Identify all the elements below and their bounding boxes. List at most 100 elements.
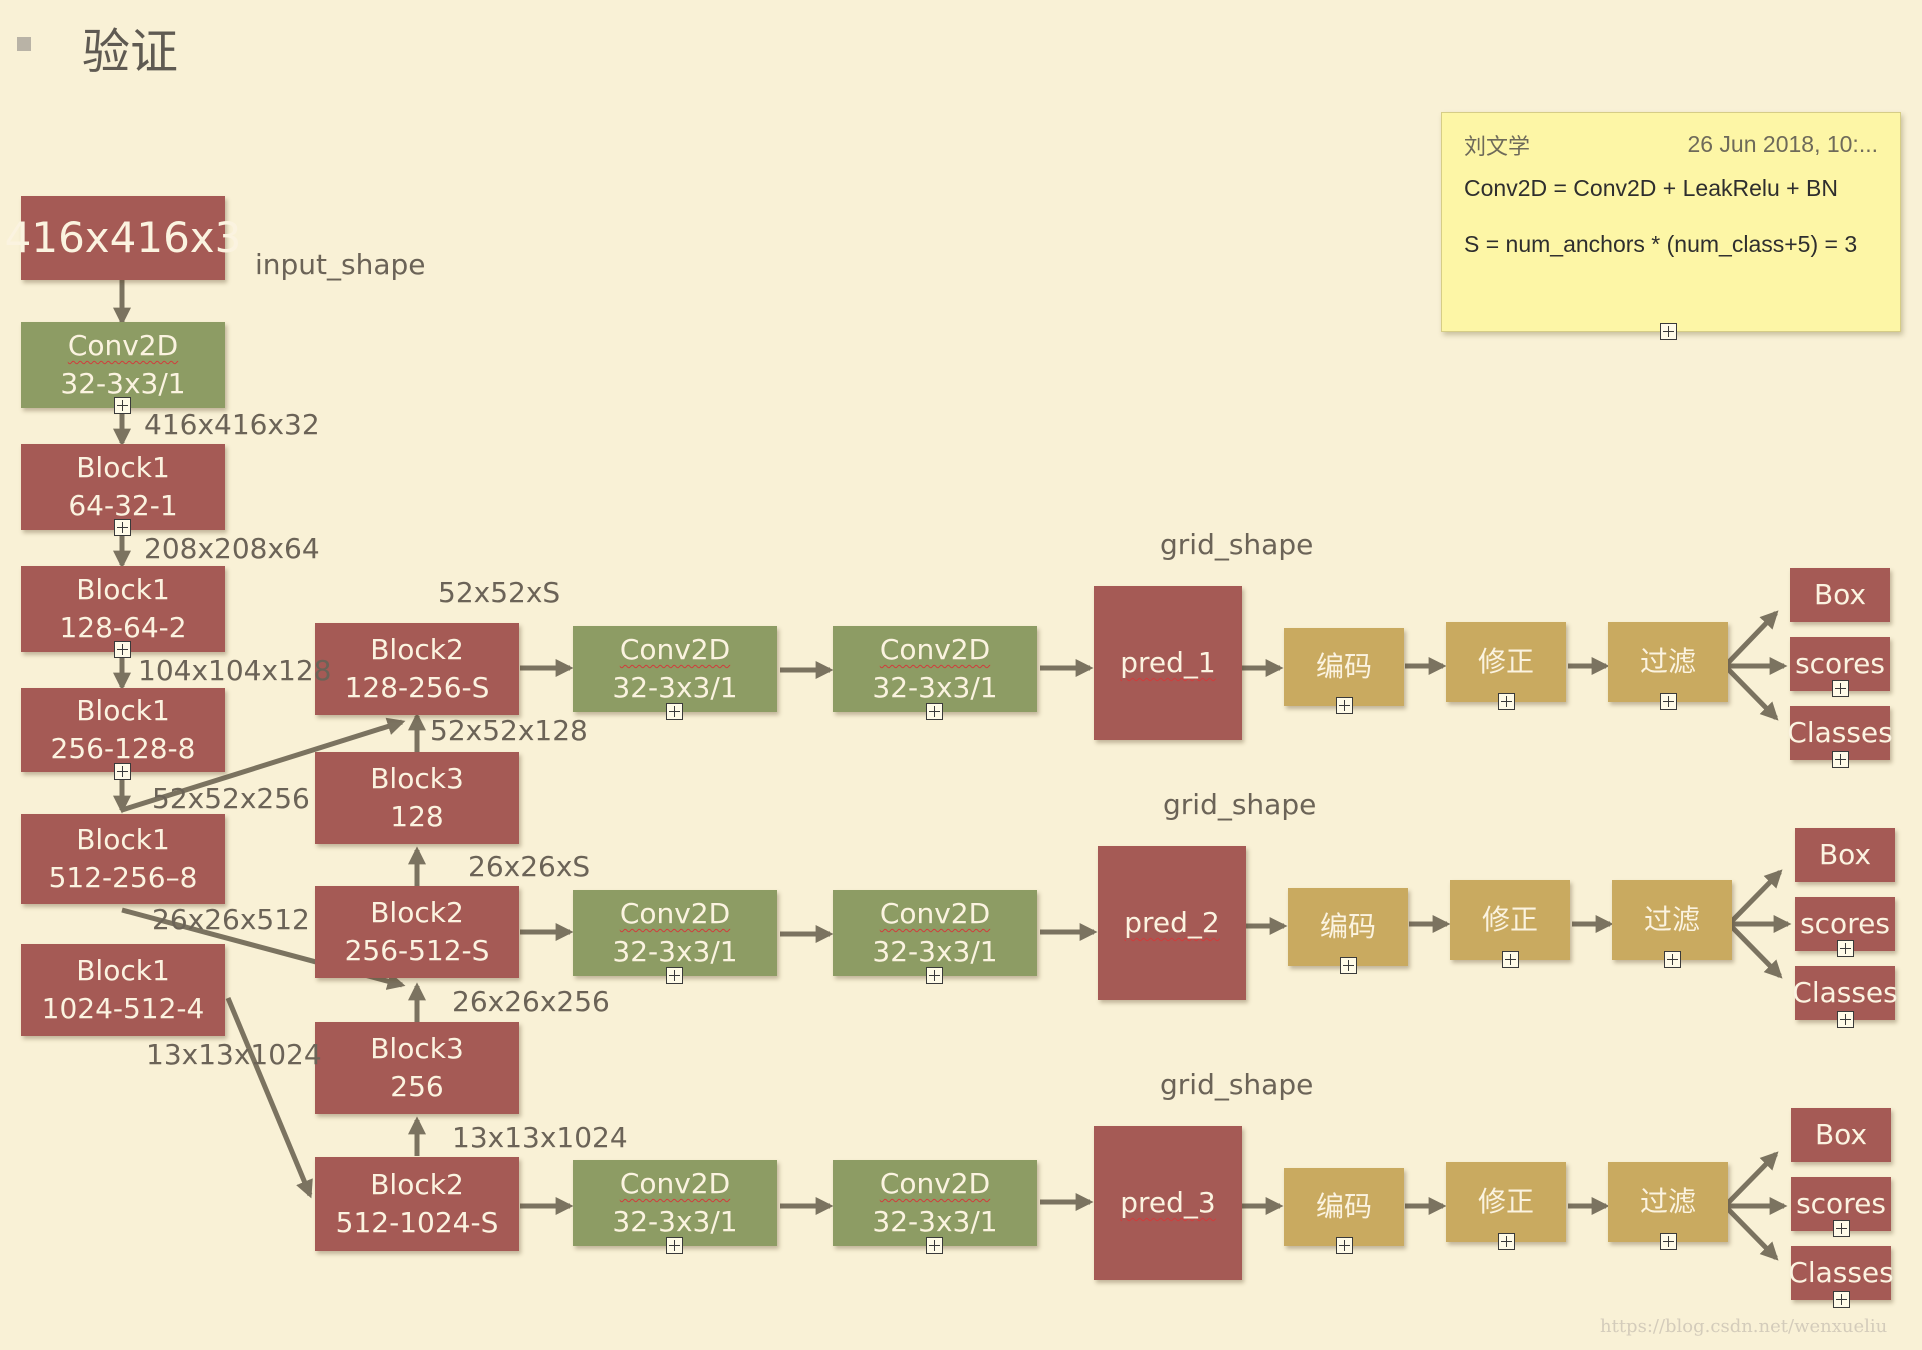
- node-type: Block1: [76, 954, 170, 987]
- arrow-b1-4-b2-a: [121, 717, 406, 813]
- input-node[interactable]: 416x416x3: [5, 196, 241, 280]
- filter-node-row3[interactable]: 过滤: [1608, 1162, 1728, 1242]
- arrow-r2-box: [1727, 869, 1783, 926]
- expand-plus-icon[interactable]: [1336, 1237, 1353, 1254]
- correct-node-row1[interactable]: 修正: [1446, 622, 1566, 702]
- classes-node-row1[interactable]: Classes: [1787, 706, 1893, 760]
- conv-row2-a[interactable]: Conv2D 32-3x3/1: [573, 890, 777, 976]
- shape-label-52s: 52x52xS: [438, 576, 561, 609]
- conv-row1-a[interactable]: Conv2D 32-3x3/1: [573, 626, 777, 712]
- node-params: 32-3x3/1: [612, 935, 738, 968]
- block3-node-b[interactable]: Block3 256: [315, 1022, 519, 1114]
- node-label: 编码: [1315, 650, 1372, 683]
- filter-node-row1[interactable]: 过滤: [1608, 622, 1728, 702]
- shape-label-26b: 26x26x256: [452, 985, 610, 1018]
- expand-plus-icon[interactable]: [1837, 1011, 1854, 1028]
- pred1-node[interactable]: pred_1: [1094, 586, 1242, 740]
- node-label: 过滤: [1639, 645, 1696, 678]
- expand-plus-icon[interactable]: [114, 763, 131, 780]
- correct-node-row2[interactable]: 修正: [1450, 880, 1570, 960]
- expand-plus-icon[interactable]: [1498, 693, 1515, 710]
- arrow-r1-box: [1723, 610, 1779, 668]
- block2-node-b[interactable]: Block2 256-512-S: [315, 886, 519, 978]
- node-type: Block3: [370, 762, 464, 795]
- expand-plus-icon[interactable]: [1837, 940, 1854, 957]
- conv-row2-b[interactable]: Conv2D 32-3x3/1: [833, 890, 1037, 976]
- input-node-label: 416x416x3: [4, 213, 242, 262]
- block1-node-1[interactable]: Block1 64-32-1: [21, 444, 225, 530]
- expand-plus-icon[interactable]: [1833, 1220, 1850, 1237]
- encode-node-row2[interactable]: 编码: [1288, 888, 1408, 966]
- expand-plus-icon[interactable]: [114, 641, 131, 658]
- expand-plus-icon[interactable]: [1832, 751, 1849, 768]
- conv-row3-a[interactable]: Conv2D 32-3x3/1: [573, 1160, 777, 1246]
- watermark-url: https://blog.csdn.net/wenxueliu: [1600, 1316, 1888, 1337]
- node-label: Box: [1814, 1118, 1868, 1151]
- block3-node-a[interactable]: Block3 128: [315, 752, 519, 844]
- shape-label-416: 416x416x32: [144, 408, 320, 441]
- conv-row1-b[interactable]: Conv2D 32-3x3/1: [833, 626, 1037, 712]
- shape-label-52b: 52x52x128: [430, 714, 588, 747]
- node-params: 32-3x3/1: [872, 671, 998, 704]
- expand-plus-icon[interactable]: [666, 967, 683, 984]
- shape-label-104: 104x104x128: [138, 654, 332, 687]
- expand-plus-icon[interactable]: [1340, 957, 1357, 974]
- comment-note[interactable]: 刘文学 26 Jun 2018, 10:... Conv2D = Conv2D …: [1441, 112, 1901, 340]
- node-params: 256: [390, 1070, 444, 1103]
- shape-label-13a: 13x13x1024: [146, 1038, 322, 1071]
- arrow-r3-box: [1723, 1151, 1779, 1208]
- classes-node-row2[interactable]: Classes: [1792, 966, 1898, 1020]
- box-node-row2[interactable]: Box: [1795, 828, 1895, 882]
- shape-label-208: 208x208x64: [144, 532, 320, 565]
- encode-node-row1[interactable]: 编码: [1284, 628, 1404, 706]
- conv-input-node[interactable]: Conv2D 32-3x3/1: [21, 322, 225, 408]
- expand-plus-icon[interactable]: [926, 703, 943, 720]
- expand-plus-icon[interactable]: [1660, 1233, 1677, 1250]
- node-type: Block3: [370, 1032, 464, 1065]
- block1-node-2[interactable]: Block1 128-64-2: [21, 566, 225, 652]
- expand-plus-icon[interactable]: [1502, 951, 1519, 968]
- title-bullet-icon: [17, 37, 31, 51]
- expand-plus-icon[interactable]: [1833, 1291, 1850, 1308]
- node-label: Classes: [1792, 976, 1898, 1009]
- input-shape-label: input_shape: [255, 248, 426, 281]
- filter-node-row2[interactable]: 过滤: [1612, 880, 1732, 960]
- block2-node-c[interactable]: Block2 512-1024-S: [315, 1157, 519, 1251]
- pred3-node[interactable]: pred_3: [1094, 1126, 1242, 1280]
- expand-plus-icon[interactable]: [1832, 680, 1849, 697]
- node-label: 修正: [1477, 1185, 1534, 1218]
- expand-plus-icon[interactable]: [926, 967, 943, 984]
- node-params: 32-3x3/1: [872, 1205, 998, 1238]
- expand-plus-icon[interactable]: [1660, 693, 1677, 710]
- expand-plus-icon[interactable]: [926, 1237, 943, 1254]
- expand-plus-icon[interactable]: [114, 397, 131, 414]
- arrow-r1-classes: [1723, 664, 1779, 721]
- expand-plus-icon[interactable]: [1336, 697, 1353, 714]
- node-type: Block2: [370, 633, 464, 666]
- expand-plus-icon[interactable]: [666, 703, 683, 720]
- block2-node-a[interactable]: Block2 128-256-S: [315, 623, 519, 715]
- node-params: 32-3x3/1: [872, 935, 998, 968]
- scores-node-row1[interactable]: scores: [1790, 637, 1890, 691]
- correct-node-row3[interactable]: 修正: [1446, 1162, 1566, 1242]
- node-type: Block1: [76, 823, 170, 856]
- note-expand-plus-icon[interactable]: [1660, 323, 1677, 340]
- node-params: 512-256–8: [48, 861, 198, 894]
- encode-node-row3[interactable]: 编码: [1284, 1168, 1404, 1246]
- expand-plus-icon[interactable]: [1664, 951, 1681, 968]
- shape-label-26a: 26x26x512: [152, 903, 310, 936]
- expand-plus-icon[interactable]: [666, 1237, 683, 1254]
- expand-plus-icon[interactable]: [1498, 1233, 1515, 1250]
- node-label: 修正: [1481, 903, 1538, 936]
- node-params: 128-64-2: [59, 611, 187, 644]
- expand-plus-icon[interactable]: [114, 519, 131, 536]
- box-node-row1[interactable]: Box: [1790, 568, 1890, 622]
- block1-node-5[interactable]: Block1 1024-512-4: [21, 944, 225, 1036]
- pred2-node[interactable]: pred_2: [1098, 846, 1246, 1000]
- node-params: 1024-512-4: [41, 992, 205, 1025]
- block1-node-3[interactable]: Block1 256-128-8: [21, 688, 225, 772]
- box-node-row3[interactable]: Box: [1791, 1108, 1891, 1162]
- block1-node-4[interactable]: Block1 512-256–8: [21, 814, 225, 904]
- conv-row3-b[interactable]: Conv2D 32-3x3/1: [833, 1160, 1037, 1246]
